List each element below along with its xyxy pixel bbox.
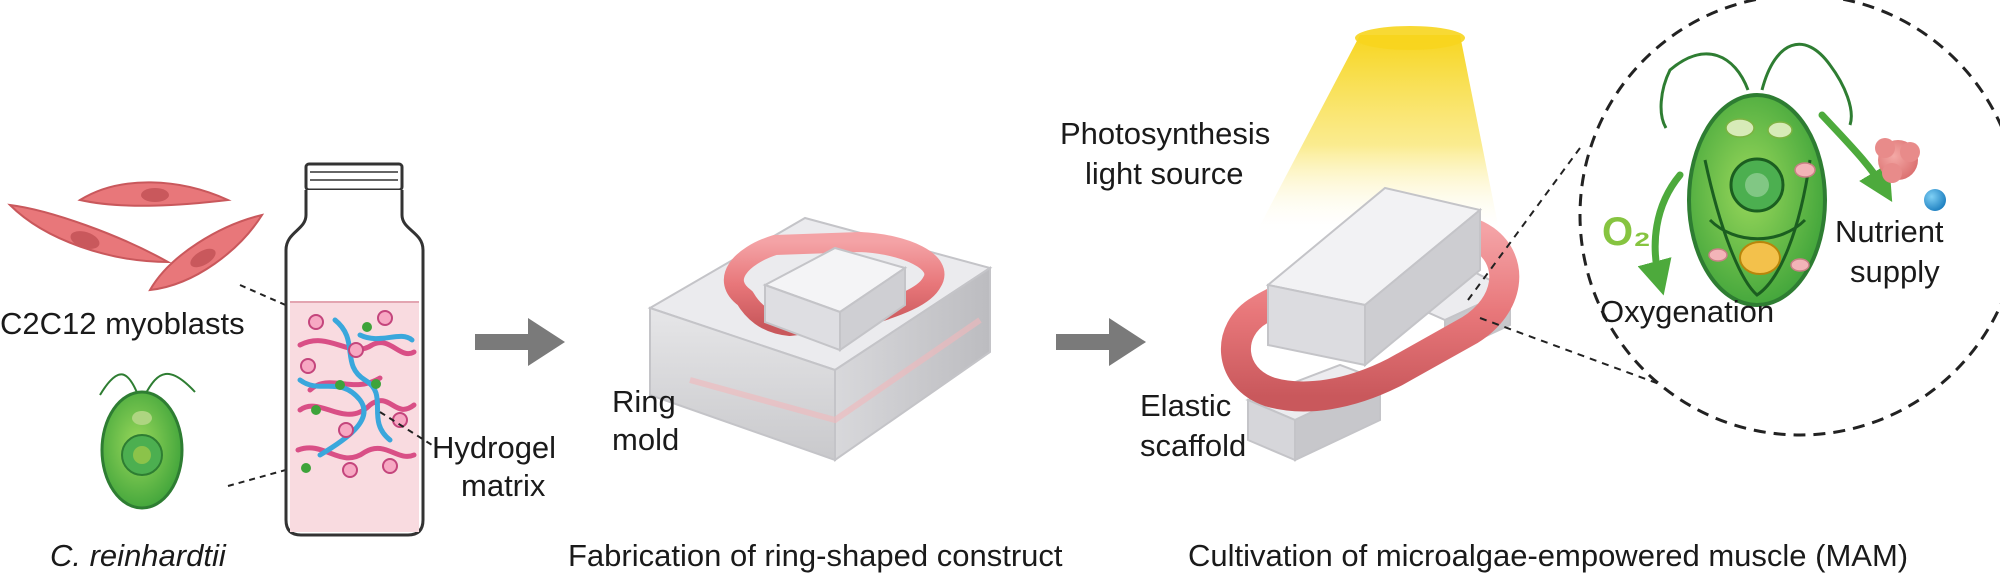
process-arrow xyxy=(1056,318,1146,366)
zoom-line xyxy=(1467,147,1581,301)
vial xyxy=(284,162,425,537)
nutrient-arrow xyxy=(1818,111,1893,203)
myoblast-nucleus xyxy=(190,248,216,268)
oxygenation-arrow xyxy=(1637,171,1684,296)
zoom-line xyxy=(1479,317,1663,386)
myoblast-nucleus xyxy=(141,188,169,202)
mam-construct xyxy=(1221,186,1520,462)
ring-mold xyxy=(647,216,993,462)
algae-cell-small xyxy=(99,372,196,510)
caption-cultivation: Cultivation of microalgae-empowered musc… xyxy=(1188,538,1908,573)
light-label-1: Photosynthesis xyxy=(1060,116,1270,151)
caption-fabrication: Fabrication of ring-shaped construct xyxy=(568,538,1063,573)
nutrient-ion xyxy=(1924,189,1946,211)
hydrogel-label-1: Hydrogel xyxy=(432,430,556,465)
nutrient-blob xyxy=(1875,138,1920,183)
nutrient-label-2: supply xyxy=(1850,254,1940,289)
algae-cell-large xyxy=(1659,42,1853,307)
hydrogel-label-2: matrix xyxy=(461,468,546,503)
ring-mold-label-2: mold xyxy=(612,422,679,457)
light-label-2: light source xyxy=(1085,156,1244,191)
scaffold-label-2: scaffold xyxy=(1140,428,1246,463)
myoblasts-label: C2C12 myoblasts xyxy=(0,306,245,341)
algae-label: C. reinhardtii xyxy=(50,538,227,573)
light-cone xyxy=(1255,35,1500,235)
myoblast-nucleus xyxy=(70,231,100,249)
myoblast-cells xyxy=(7,181,265,292)
oxygenation-label: Oxygenation xyxy=(1600,294,1774,329)
scaffold-label-1: Elastic xyxy=(1140,388,1231,423)
leader-line xyxy=(227,465,301,487)
process-arrow xyxy=(475,318,565,366)
nutrient-label-1: Nutrient xyxy=(1835,214,1944,249)
o2-label: O₂ xyxy=(1602,210,1651,254)
ring-mold-label-1: Ring xyxy=(612,384,676,419)
